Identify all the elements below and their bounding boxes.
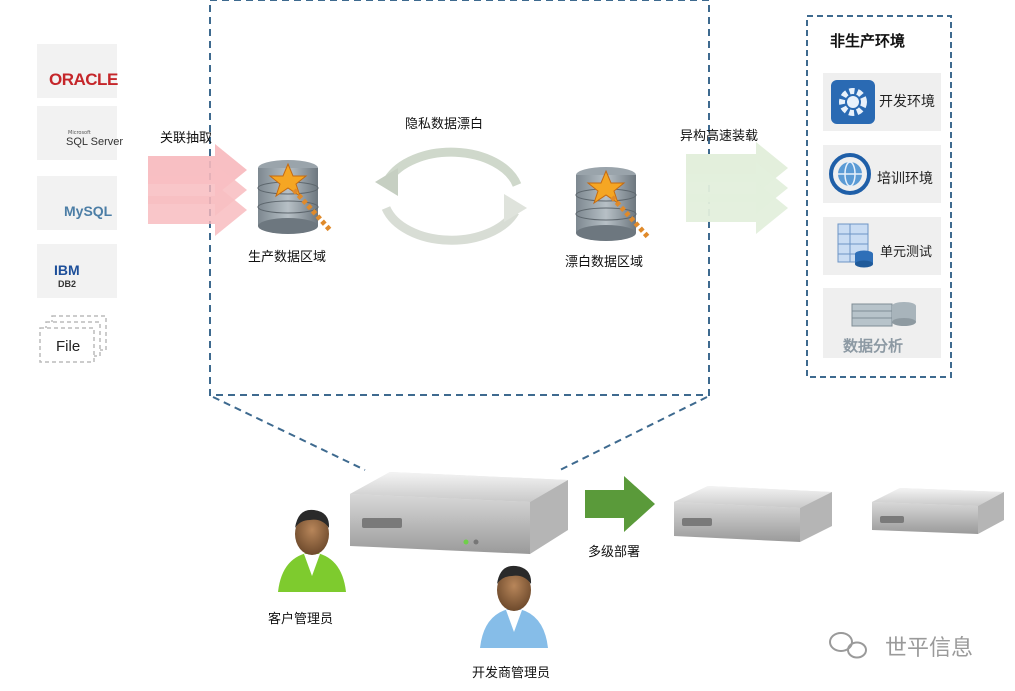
bleach-db-icon <box>575 167 650 241</box>
load-arrows <box>686 142 788 234</box>
ibm-logo-text: IBM <box>54 262 80 278</box>
customer-admin-label: 客户管理员 <box>268 612 334 627</box>
env-unit-label: 单元测试 <box>880 245 933 260</box>
zoom-line-right <box>559 396 708 471</box>
extract-label: 关联抽取 <box>160 131 213 146</box>
file-label: File <box>56 338 81 355</box>
server-3 <box>872 488 1004 534</box>
main-server <box>350 472 568 554</box>
mysql-source-tile <box>37 176 117 230</box>
deploy-label: 多级部署 <box>588 545 641 560</box>
file-stack-icon <box>39 315 107 363</box>
env-dev-label: 开发环境 <box>879 94 935 110</box>
env-train-label: 培训环境 <box>877 171 933 187</box>
sqlserver-small-text: Microsoft <box>68 130 91 136</box>
deploy-arrow <box>585 476 655 532</box>
server-2 <box>674 486 832 542</box>
oracle-source-tile <box>37 44 117 98</box>
gear-icon <box>831 80 875 124</box>
prod-zone-label: 生产数据区域 <box>248 250 327 265</box>
prod-db-icon <box>257 160 332 234</box>
globe-sync-icon <box>829 153 871 195</box>
data-analysis-icon <box>851 302 916 327</box>
privacy-bleach-label: 隐私数据漂白 <box>405 117 484 132</box>
extract-arrows <box>148 144 247 236</box>
vendor-admin-label: 开发商管理员 <box>472 666 551 681</box>
watermark-text: 世平信息 <box>885 636 974 661</box>
ibm-source-tile <box>37 244 117 298</box>
vendor-admin-avatar <box>480 565 548 648</box>
env-title: 非生产环境 <box>830 32 906 50</box>
bleach-zone-label: 漂白数据区域 <box>565 255 644 270</box>
load-label: 异构高速装载 <box>680 129 759 144</box>
customer-admin-avatar <box>278 509 346 592</box>
sqlserver-source-tile <box>37 106 117 160</box>
spreadsheet-db-icon <box>837 223 873 268</box>
env-analysis-label: 数据分析 <box>843 337 904 355</box>
bleach-cycle-arrows <box>375 147 527 245</box>
oracle-logo-text: ORACLE <box>49 70 118 89</box>
env-region-border <box>806 15 952 378</box>
wechat-icon <box>829 632 867 659</box>
db2-logo-text: DB2 <box>58 279 77 289</box>
mysql-logo-text: MySQL <box>64 203 113 219</box>
zoom-line-left <box>212 396 366 471</box>
sqlserver-logo-text: SQL Server <box>66 136 124 148</box>
